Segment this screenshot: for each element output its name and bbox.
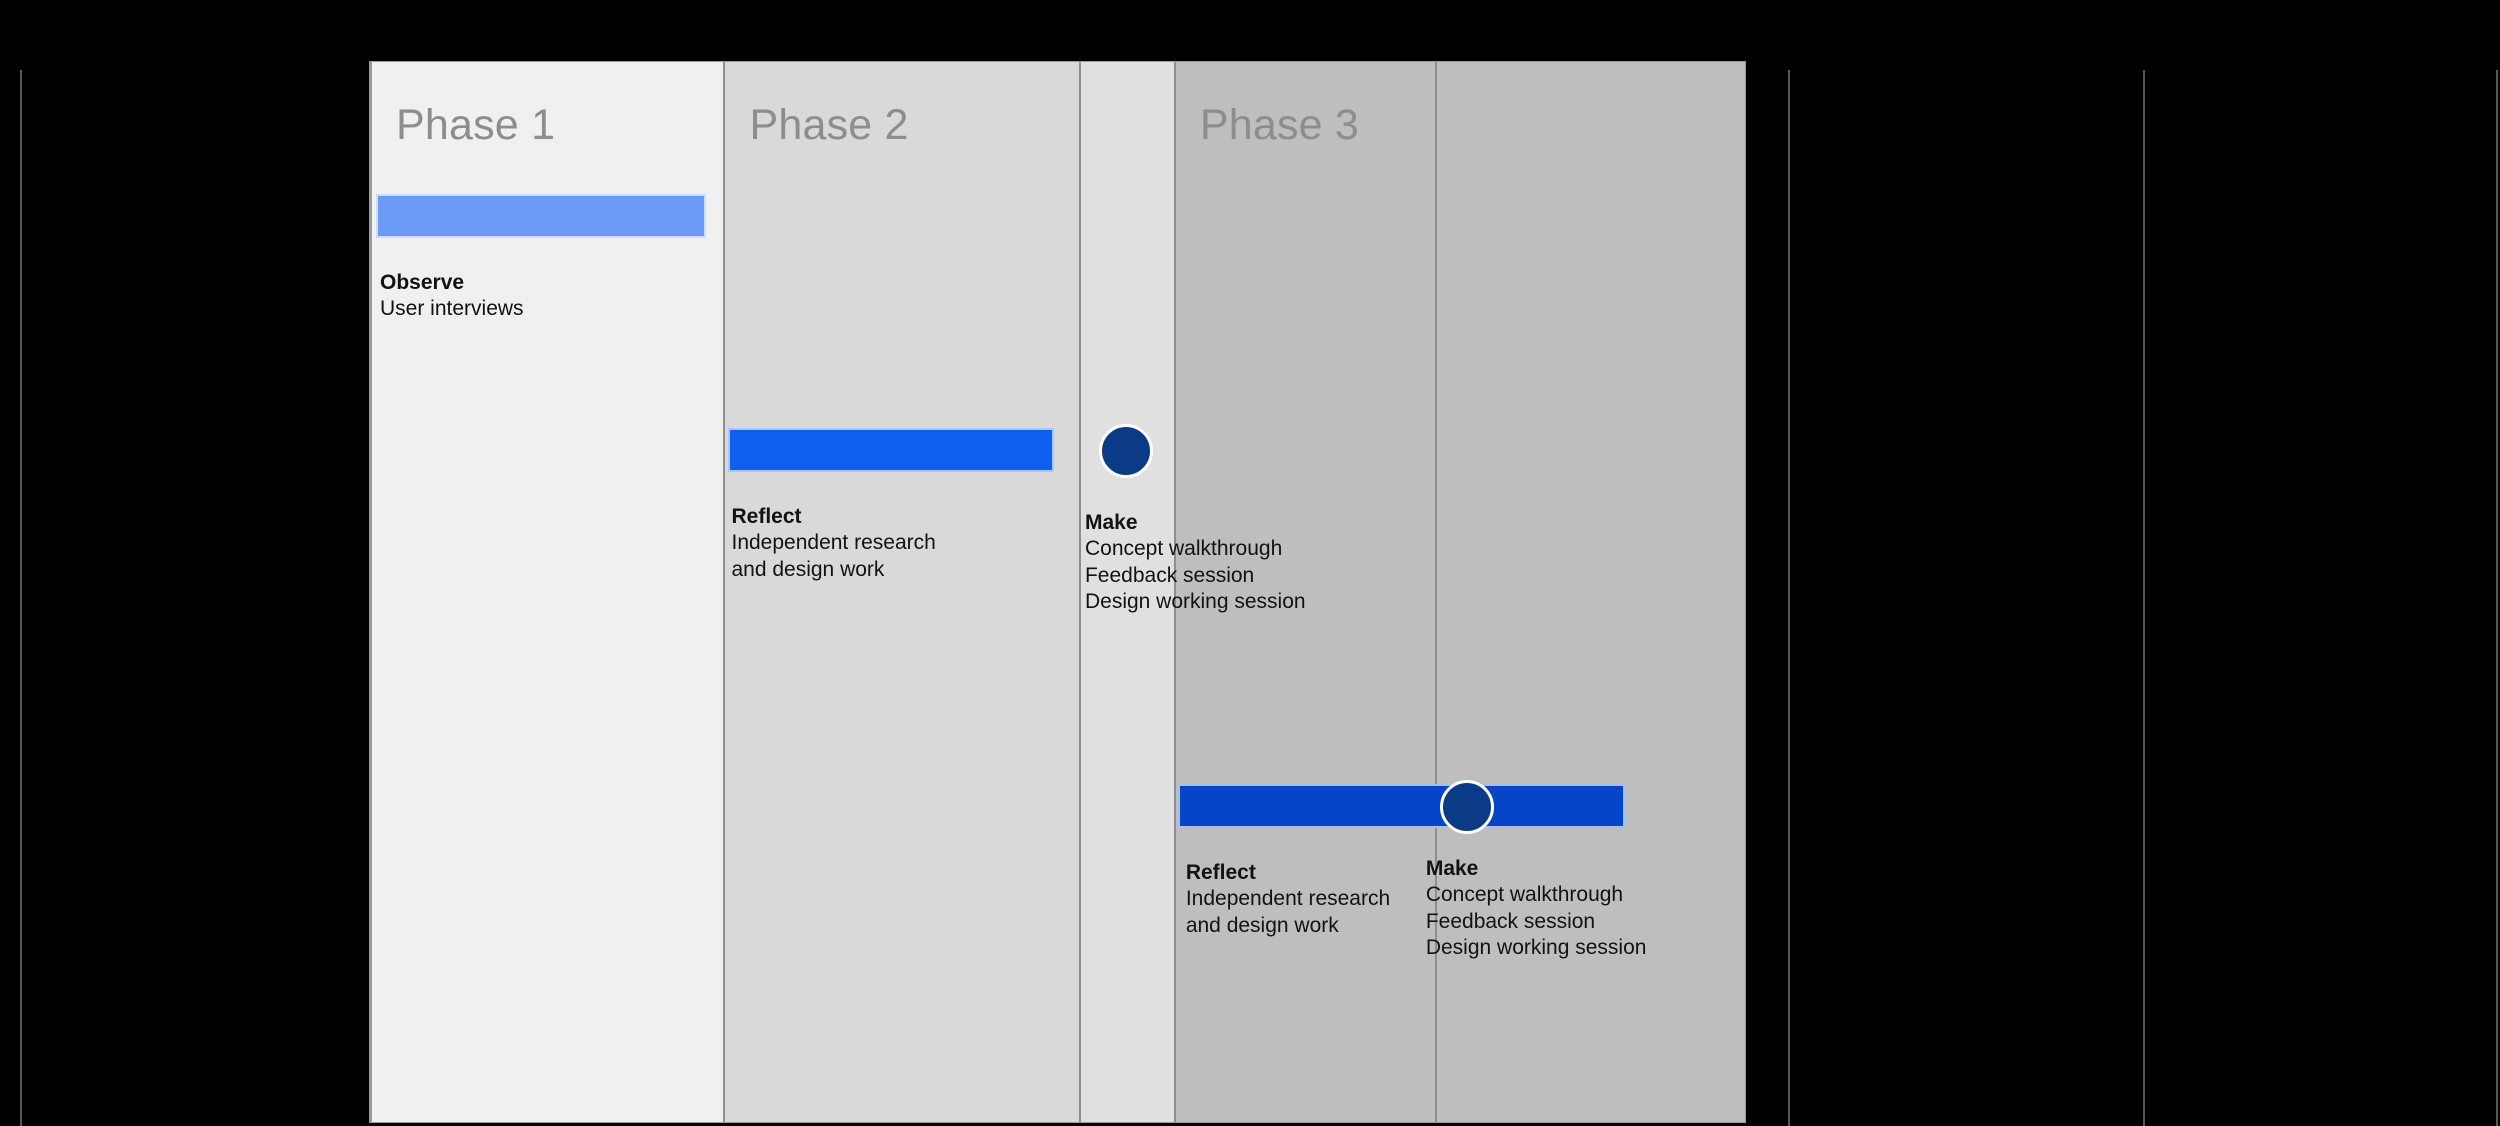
entry-observe-title: Observe — [380, 271, 465, 294]
entry-reflect-phase-2[interactable]: Reflect Independent research and design … — [731, 504, 961, 583]
timeline-column-make-lane-1[interactable]: Make Concept walkthrough Feedback sessio… — [1078, 62, 1306, 1122]
entry-reflect-phase-3-title: Reflect — [1185, 861, 1256, 884]
entry-make-phase-3-line-1: Concept walkthrough — [1425, 883, 1624, 907]
entry-reflect-phase-2-line-1: Independent research — [731, 531, 936, 555]
entry-make-phase-3-title: Make — [1425, 857, 1479, 880]
entry-observe[interactable]: Observe User interviews — [380, 270, 524, 323]
make-phase-2-milestone-circle-icon[interactable] — [1098, 424, 1153, 478]
canvas-guide-line-3 — [2496, 70, 2498, 1126]
entry-make-phase-2-title: Make — [1084, 511, 1138, 534]
entry-reflect-phase-2-line-2: and design work — [731, 557, 885, 581]
timeline-column-phase-1[interactable]: Phase 1 Observe User interviews — [370, 62, 724, 1122]
entry-reflect-phase-3-line-1: Independent research — [1185, 887, 1391, 911]
entry-reflect-phase-3-line-2: and design work — [1185, 913, 1339, 937]
entry-make-phase-2-line-2: Feedback session — [1084, 563, 1255, 587]
entry-reflect-phase-3[interactable]: Reflect Independent research and design … — [1186, 860, 1416, 939]
entry-make-phase-3[interactable]: Make Concept walkthrough Feedback sessio… — [1426, 856, 1647, 962]
timeline-column-phase-2[interactable]: Phase 2 Reflect Independent research and… — [723, 62, 1079, 1122]
entry-make-phase-3-line-2: Feedback session — [1425, 909, 1596, 933]
canvas-guide-line-2 — [2143, 70, 2145, 1126]
phase-1-title: Phase 1 — [396, 101, 556, 149]
entry-make-phase-2-line-1: Concept walkthrough — [1084, 537, 1283, 561]
timeline-column-phase-3-right[interactable] — [1435, 62, 1745, 1122]
entry-observe-line-1: User interviews — [380, 297, 524, 321]
canvas-guide-line-left — [20, 70, 22, 1126]
observe-duration-bar[interactable] — [376, 194, 706, 238]
reflect-phase-3-duration-bar[interactable] — [1177, 784, 1625, 828]
phase-3-title: Phase 3 — [1199, 101, 1360, 149]
reflect-phase-2-duration-bar[interactable] — [728, 428, 1055, 472]
phase-2-title: Phase 2 — [749, 101, 909, 149]
canvas-guide-line-1 — [1788, 70, 1790, 1126]
entry-reflect-phase-2-title: Reflect — [731, 505, 802, 528]
entry-make-phase-3-line-3: Design working session — [1425, 936, 1647, 960]
project-timeline-board: Phase 1 Observe User interviews Phase 2 … — [370, 62, 1745, 1122]
make-phase-3-milestone-circle-icon[interactable] — [1439, 780, 1494, 834]
timeline-column-phase-3[interactable]: Phase 3 Reflect Independent research and… — [1173, 62, 1646, 1122]
entry-make-phase-2[interactable]: Make Concept walkthrough Feedback sessio… — [1085, 510, 1306, 616]
entry-make-phase-2-line-3: Design working session — [1084, 590, 1306, 614]
